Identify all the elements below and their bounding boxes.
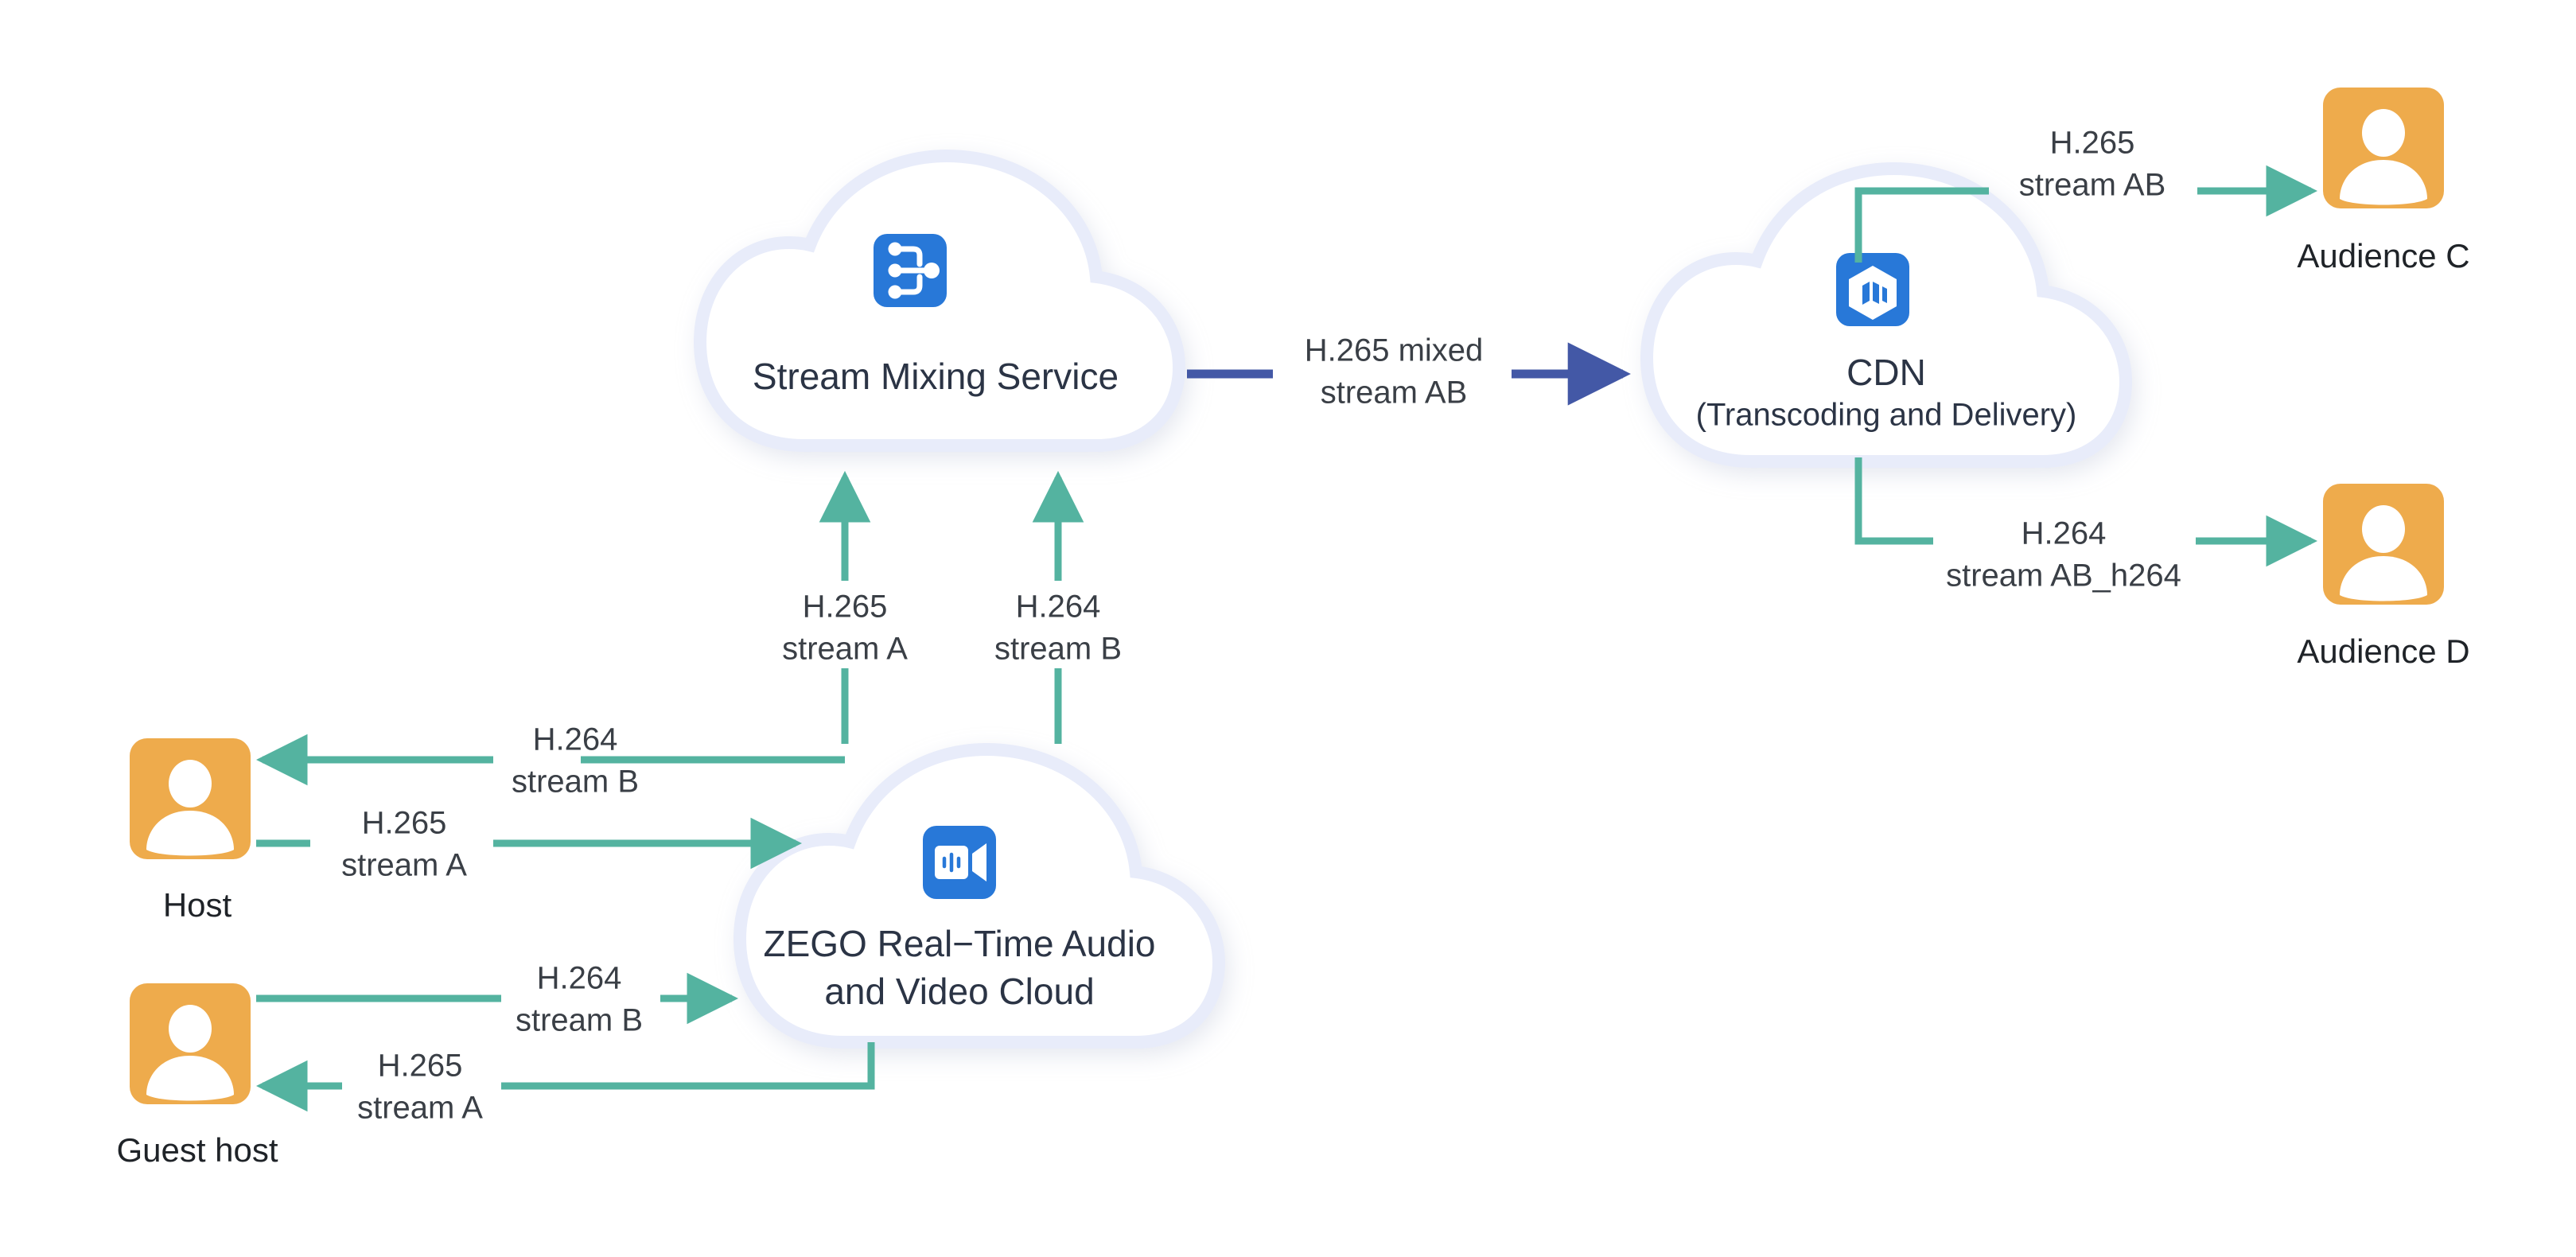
node-cdn[interactable]: CDN (Transcoding and Delivery): [1640, 162, 2133, 468]
audience-d-label: Audience D: [2297, 632, 2469, 670]
actor-guest-host[interactable]: Guest host: [116, 983, 278, 1169]
user-icon: [146, 760, 234, 856]
label-guest-publish-line2: stream B: [516, 1003, 643, 1038]
node-zego-cloud[interactable]: ZEGO Real−Time Audio and Video Cloud: [733, 742, 1226, 1049]
label-mix-input-b-line2: stream B: [994, 632, 1122, 667]
stream-mixing-title: Stream Mixing Service: [753, 356, 1119, 397]
video-camera-icon: [923, 826, 996, 899]
user-icon: [146, 1005, 234, 1101]
label-mix-to-cdn-line2: stream AB: [1321, 376, 1468, 411]
edge-cdn-audience-d-elbow: [1854, 457, 1933, 545]
zego-title-line1: ZEGO Real−Time Audio: [764, 923, 1156, 964]
flow-edges: [255, 165, 2318, 1112]
cdn-cube-icon: [1836, 253, 1909, 326]
guest-host-label: Guest host: [116, 1131, 278, 1169]
label-guest-play-line2: stream A: [357, 1091, 483, 1126]
label-cdn-d-line2: stream AB_h264: [1946, 558, 2181, 593]
label-mix-to-cdn-line1: H.265 mixed: [1305, 333, 1484, 368]
node-stream-mixing-service[interactable]: Stream Mixing Service: [693, 149, 1186, 452]
label-host-play-line1: H.264: [533, 722, 618, 757]
actor-audience-d[interactable]: Audience D: [2297, 484, 2470, 670]
label-mix-input-a-line1: H.265: [803, 590, 888, 625]
host-label: Host: [163, 886, 232, 924]
label-cdn-d-line1: H.264: [2021, 516, 2107, 551]
label-cdn-c-line1: H.265: [2050, 126, 2135, 161]
user-icon: [2340, 109, 2427, 205]
actor-host[interactable]: Host: [130, 738, 251, 924]
cdn-subtitle: (Transcoding and Delivery): [1696, 398, 2077, 433]
cdn-title: CDN: [1846, 352, 1926, 393]
label-host-publish-line2: stream A: [341, 848, 467, 883]
edge-guest-play-elbow: [501, 1042, 875, 1090]
edge-labels: H.265 stream A H.264 stream B H.265 mixe…: [341, 126, 2181, 1126]
label-host-publish-line1: H.265: [362, 806, 447, 841]
label-mix-input-b-line1: H.264: [1016, 590, 1101, 625]
label-host-play-line2: stream B: [512, 765, 639, 800]
edge-cdn-audience-c-elbow: [1854, 187, 1989, 263]
label-cdn-c-line2: stream AB: [2019, 168, 2166, 203]
actor-audience-c[interactable]: Audience C: [2297, 88, 2470, 274]
label-mix-input-a-line2: stream A: [782, 632, 908, 667]
user-icon: [2340, 505, 2427, 601]
label-guest-play-line1: H.265: [378, 1049, 463, 1084]
zego-title-line2: and Video Cloud: [824, 971, 1094, 1012]
stream-mixing-icon: [874, 234, 947, 307]
audience-c-label: Audience C: [2297, 237, 2469, 274]
label-guest-publish-line1: H.264: [537, 961, 622, 996]
